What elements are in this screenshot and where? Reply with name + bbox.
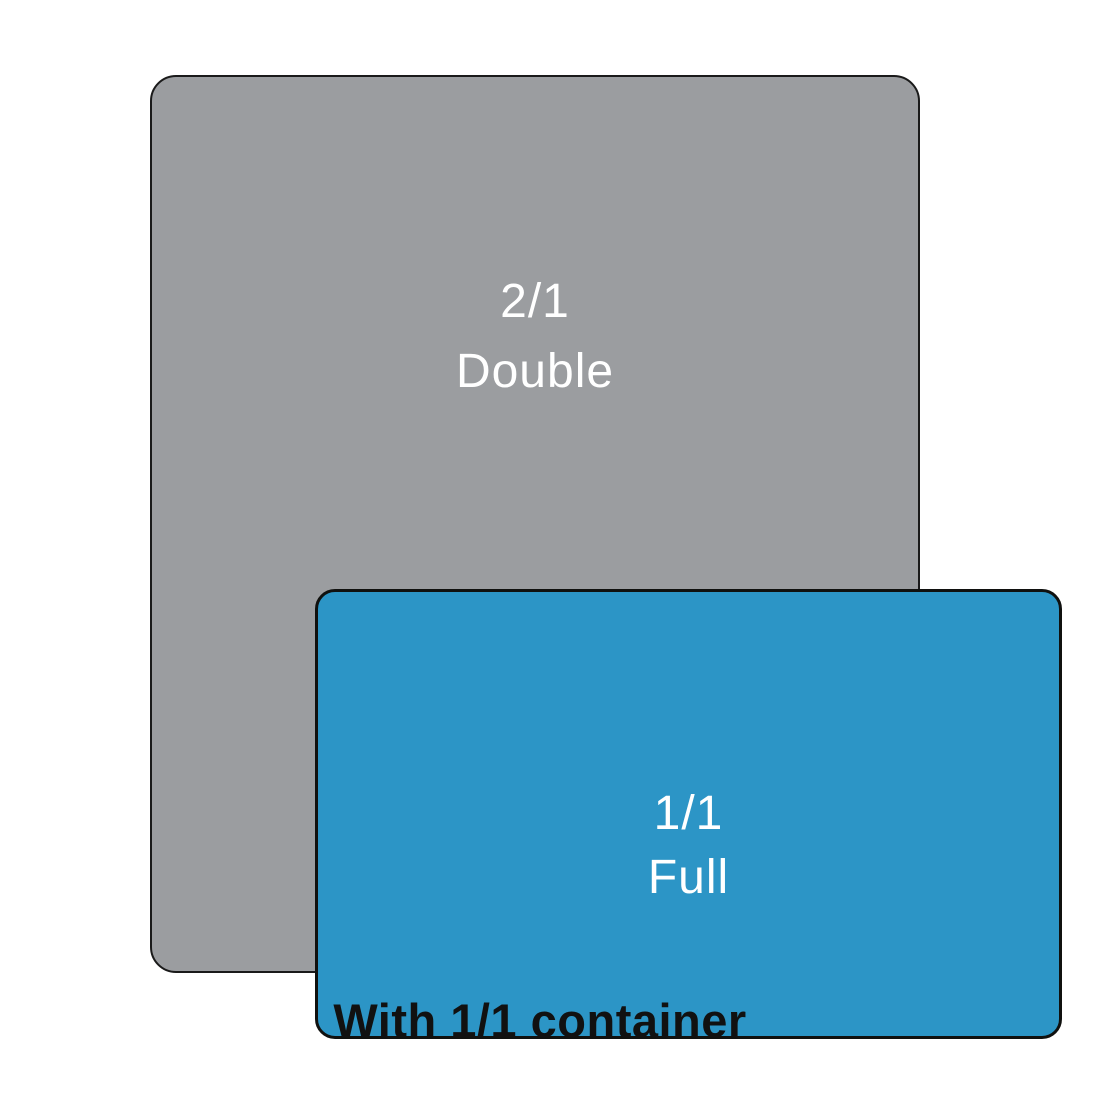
full-pan-name: Full [647,851,730,904]
full-pan-outline: 1/1 Full [315,589,1062,1039]
diagram-caption: With 1/1 container [333,994,747,1047]
double-pan-outline: 2/1 Double 1/1 Full [150,75,1062,1039]
full-pan-size: 1/1 [653,787,724,840]
double-pan-name: Double [455,345,615,398]
double-pan-size: 2/1 [500,275,570,328]
full-pan-label-group: 1/1 Full [318,782,1059,910]
double-pan-label-group: 2/1 Double [152,267,918,407]
